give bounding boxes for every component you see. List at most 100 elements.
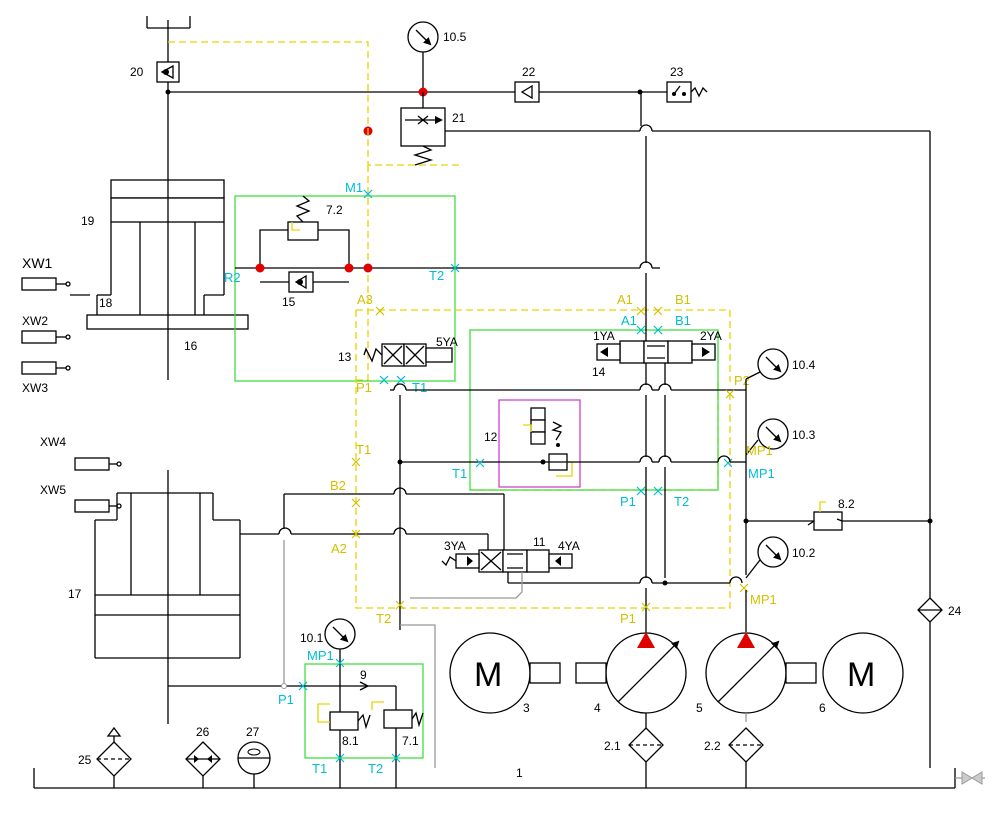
svg-text:10.1: 10.1 [300,631,324,645]
port-b1: B1 [675,313,691,328]
valve-block-lower [304,663,424,759]
svg-text:10.4: 10.4 [792,358,816,372]
crossover [717,455,731,463]
crossover [393,527,407,535]
relief-valve-7-2: 7.2 [287,195,343,241]
port-marker [739,583,749,593]
port-p1: P1 [278,692,294,707]
port-marker [391,753,401,763]
crossover [639,576,653,584]
line-7-2-right [318,229,350,268]
port-r2: R2 [224,270,241,285]
label-xw3: XW3 [22,381,48,395]
label-7-2: 7.2 [326,203,343,217]
port-t1: T1 [412,380,427,395]
drain-line [410,572,523,599]
drain-valve-icon [961,771,983,785]
port-marker [395,600,405,610]
label-2-2: 2.2 [704,739,721,753]
pump-5: 5 [696,632,817,715]
label-tank-1: 1 [516,766,523,780]
label-17: 17 [68,587,82,601]
motor-label: M [474,656,502,694]
label-xw4: XW4 [40,435,66,449]
filter-2-1: 2.1 [604,727,664,763]
port-marker [636,325,646,335]
flow-control-valve-21: 21 [400,92,466,166]
label-26: 26 [196,725,210,739]
directional-valve-11: 3YA 4YA 11 [441,535,580,573]
pressure-gauge-10-2: 10.2 [757,536,816,568]
port-marker [363,189,373,199]
sensor-xw2: XW2 [21,314,71,344]
label-19: 19 [81,214,95,228]
port-marker [723,458,733,468]
check-valve-22: 22 [514,65,540,103]
pipe-top-funnel [146,16,191,29]
relief-valve-7-1: 7.1 [371,701,424,748]
label-23: 23 [670,65,684,79]
pressure-gauge-10-3: 10.3 [757,418,816,450]
motor-label: M [847,656,875,694]
port-mp1: MP1 [748,466,775,481]
label-5: 5 [696,701,703,715]
port-t2: T2 [674,494,689,509]
relief-valve-8-2: 8.2 [807,497,855,531]
crossover [639,383,653,391]
port-marker [450,263,460,273]
junction-dot [165,89,171,95]
pilot-block [470,382,719,491]
line [745,371,761,380]
filter-26: 26 [185,725,221,788]
junction-red [344,263,354,273]
port-b1-yellow: B1 [675,292,691,307]
label-21: 21 [452,111,466,125]
solenoid-4ya: 4YA [558,539,580,553]
breather-filter-25: 25 [78,726,132,788]
solenoid-5ya: 5YA [436,335,458,349]
port-m1: M1 [345,180,363,195]
crossover [729,576,743,584]
junction-dot [743,518,749,524]
crossover [393,383,407,391]
port-t1: T1 [312,761,327,776]
tank-return-line [33,768,985,789]
port-marker [653,486,663,496]
svg-text:10.3: 10.3 [792,428,816,442]
sensor-xw5: XW5 [40,483,122,513]
port-marker [641,602,651,612]
crossover [658,383,672,391]
label-24: 24 [948,604,962,618]
port-t2: T2 [429,268,444,283]
directional-valve-13: 5YA 13 [338,335,458,367]
svg-text:10.2: 10.2 [792,546,816,560]
check-valve-15: 15 [282,271,314,309]
filter-24: 24 [917,597,962,623]
pressure-gauge-10-1: 10.1 [300,618,356,650]
port-marker [351,529,361,539]
label-16: 16 [184,339,198,353]
port-marker [351,498,361,508]
junction-red [255,263,265,273]
pressure-gauge-10-4: 10.4 [757,348,816,380]
port-marker [298,681,308,691]
port-marker [475,458,485,468]
pilot-block [355,310,731,609]
port-marker [396,375,406,385]
line-7-2-left [259,229,288,268]
port-b2: B2 [330,478,346,493]
port-a2: A2 [331,541,347,556]
solenoid-2ya: 2YA [700,329,722,343]
sensor-xw1: XW1 [21,255,71,291]
junction-red [363,263,373,273]
port-p1: P1 [356,380,372,395]
pump-4: 4 [575,632,687,715]
valve-12: 12 [484,407,573,477]
port-t2-yellow: T2 [376,611,391,626]
solenoid-3ya: 3YA [444,539,466,553]
pilot-block [356,309,731,382]
label-22: 22 [522,65,536,79]
junction-dot [540,459,546,465]
port-marker [375,306,385,316]
sensor-xw3: XW3 [21,361,71,395]
